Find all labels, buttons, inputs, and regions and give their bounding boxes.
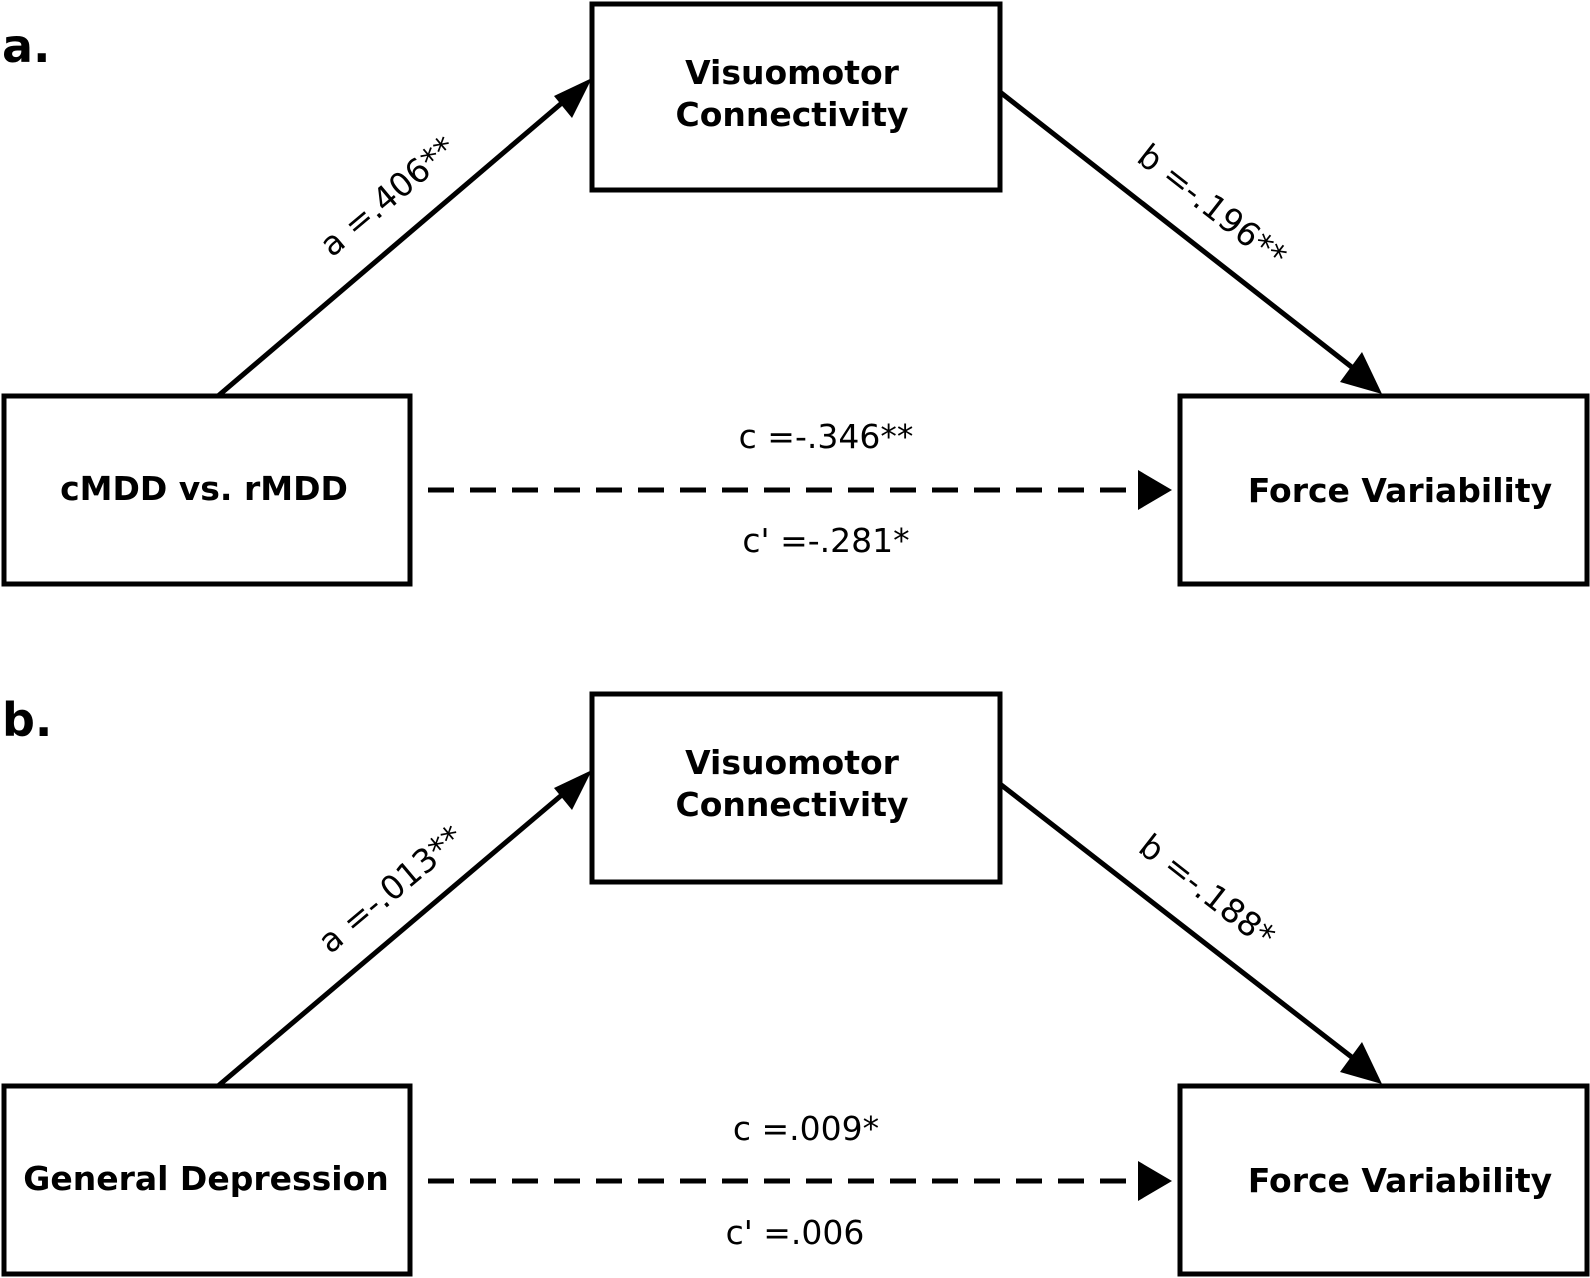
path-a-arrowhead [554,78,592,118]
mediator-label-line1: Visuomotor [685,743,900,782]
panel-a: a. Visuomotor Connectivity cMDD vs. rMDD… [1,1,1590,587]
path-a-arrow [216,786,572,1088]
path-c-label: c =.009* [733,1109,879,1148]
mediator-label-line2: Connectivity [675,95,908,134]
path-c-prime-label: c' =.006 [726,1213,865,1252]
outcome-box [1177,1083,1590,1277]
path-c-arrowhead [1138,1161,1172,1201]
path-b-label: b =-.188* [1132,826,1283,956]
predictor-label: cMDD vs. rMDD [60,469,348,508]
predictor-box [1,1083,413,1277]
path-c-label: c =-.346** [739,417,914,456]
path-c-arrowhead [1138,470,1172,510]
outcome-label: Force Variability [1248,1161,1552,1200]
path-b-arrow [998,90,1360,374]
outcome-label: Force Variability [1248,471,1552,510]
path-a-arrowhead [554,770,592,810]
mediator-label-line2: Connectivity [675,785,908,824]
predictor-label: General Depression [23,1159,389,1198]
mediator-label-line1: Visuomotor [685,53,900,92]
mediator-box [589,691,1003,885]
path-b-arrowhead [1340,352,1382,394]
path-a-label: a =.406** [312,128,463,264]
outcome-box [1177,393,1590,587]
path-a-arrow [216,94,572,398]
predictor-box [1,393,413,587]
panel-label: b. [2,693,52,747]
path-b-arrowhead [1340,1042,1382,1084]
path-b-arrow [998,782,1360,1064]
panel-label: a. [2,19,51,73]
mediator-box [589,1,1003,193]
panel-b: b. Visuomotor Connectivity General Depre… [1,691,1590,1277]
path-c-prime-label: c' =-.281* [742,521,909,560]
